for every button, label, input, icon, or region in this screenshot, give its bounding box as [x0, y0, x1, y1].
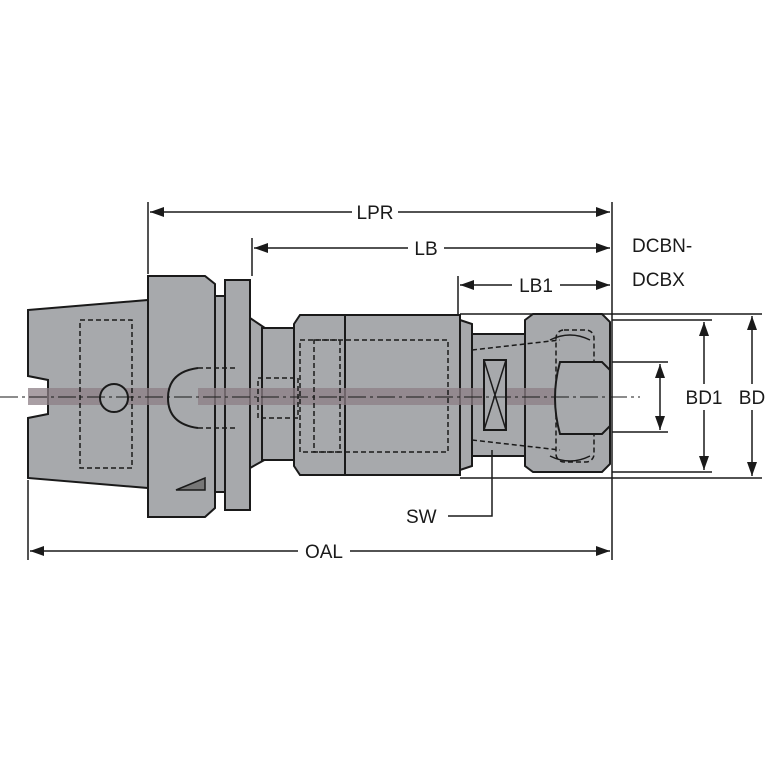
label-lb1: LB1 — [519, 276, 553, 297]
label-lb: LB — [414, 239, 437, 260]
dimension-labels: LPR LB LB1 DCBN- DCBX BD1 BD SW OAL — [305, 203, 765, 563]
dimensions — [27, 200, 767, 563]
nut-bore — [554, 361, 611, 435]
label-dcbx: DCBX — [632, 270, 685, 291]
label-bd1: BD1 — [686, 388, 723, 409]
label-dcbn: DCBN- — [632, 236, 692, 257]
sw-leader — [448, 450, 493, 517]
label-sw: SW — [406, 507, 437, 528]
drive-slot-hole — [99, 383, 129, 413]
label-oal: OAL — [305, 542, 343, 563]
wrench-flat-symbol — [483, 359, 507, 431]
label-bd: BD — [739, 388, 765, 409]
flange-pocket — [166, 367, 199, 429]
label-lpr: LPR — [357, 203, 394, 224]
hidden-lines — [79, 319, 611, 491]
